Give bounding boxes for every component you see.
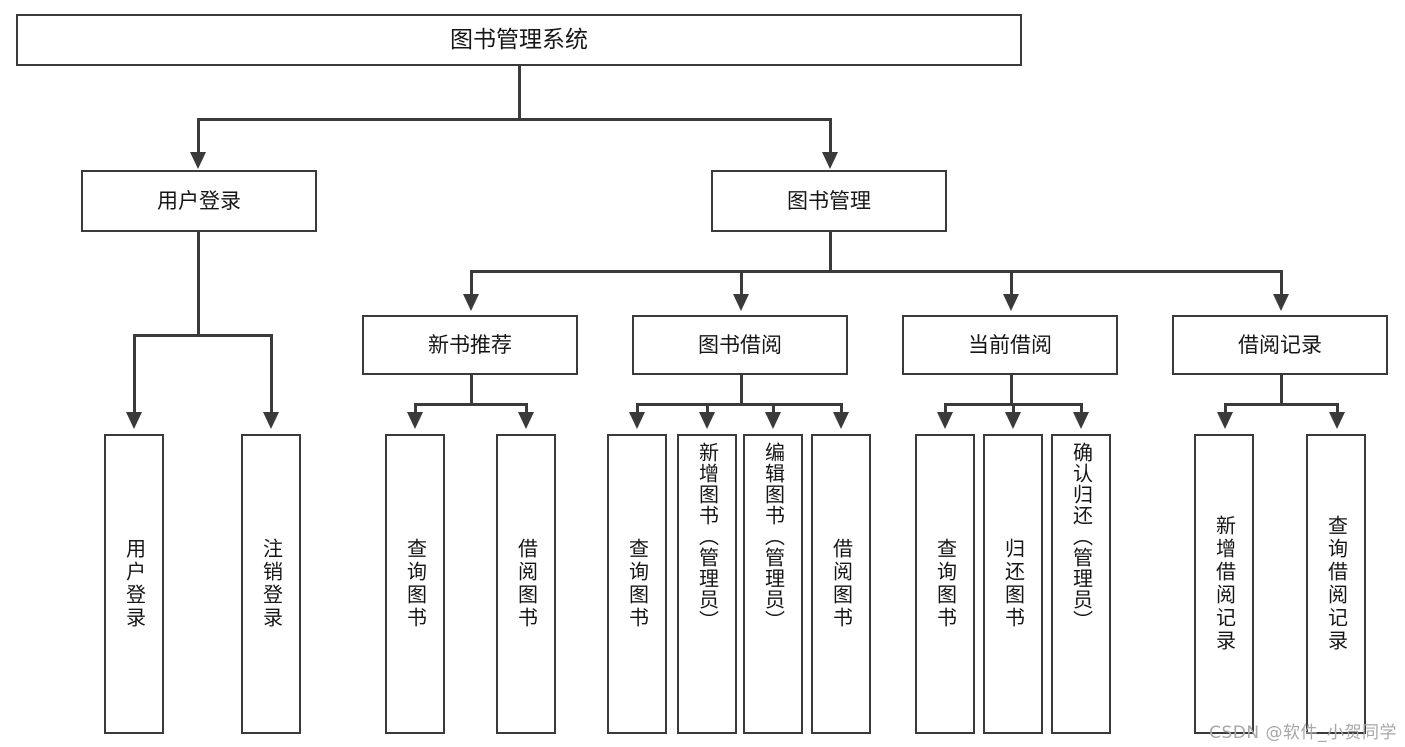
connector-root-bus [197,118,831,121]
arrowhead-current-borrow-leaf-1 [937,412,953,429]
arrowhead-user-login-leaf-2 [263,412,279,429]
csdn-watermark: CSDN @软件_小贺同学 [1209,723,1397,743]
arrowhead-new-book-leaf-2 [518,412,534,429]
node-label: 当前借阅 [968,332,1052,357]
node-label: 用户登录 [157,188,241,213]
node-label: 图书管理 [787,188,871,213]
leaf-user-login-logout[interactable]: 注销登录 [241,434,301,734]
connector-user-login-drop-2 [270,334,273,414]
connector-book-manage-drop-2 [740,270,743,296]
connector-book-manage-drop-3 [1010,270,1013,296]
connector-current-borrow-drop-1 [944,403,947,414]
connector-current-borrow-drop-3 [1080,403,1083,414]
node-label: 查询图书 [933,538,958,630]
connector-user-login-drop-1 [133,334,136,414]
leaf-current-borrow-return[interactable]: 归还图书 [983,434,1043,734]
arrowhead-root-to-user-login [190,152,206,169]
connector-book-manage-drop-4 [1280,270,1283,296]
connector-book-borrow-stem [740,375,743,405]
leaf-book-borrow-query[interactable]: 查询图书 [607,434,667,734]
connector-root-to-user-login [197,118,200,154]
node-new-book-recommend[interactable]: 新书推荐 [362,315,578,375]
node-label: 用户登录 [122,538,147,630]
connector-borrow-record-bus [1224,403,1338,406]
connector-user-login-stem [197,232,200,336]
node-label: 借阅图书 [514,538,539,630]
connector-book-borrow-drop-1 [636,403,639,414]
node-label: 查询借阅记录 [1324,515,1349,653]
arrowhead-book-borrow-leaf-3 [765,412,781,429]
connector-root-to-book-manage [829,118,832,154]
arrowhead-borrow-record-leaf-2 [1329,412,1345,429]
arrowhead-book-borrow-leaf-2 [699,412,715,429]
node-label: 新书推荐 [428,332,512,357]
node-user-login[interactable]: 用户登录 [81,170,317,232]
node-label: 归还图书 [1001,538,1026,630]
arrowhead-to-book-borrow [733,294,749,311]
connector-new-book-stem [470,375,473,405]
node-label: 查询图书 [403,538,428,630]
leaf-book-borrow-edit[interactable]: 编辑图书（管理员） [743,434,803,734]
node-label: 编辑图书（管理员） [761,442,786,631]
arrowhead-current-borrow-leaf-3 [1073,412,1089,429]
node-label: 图书管理系统 [450,26,588,53]
arrowhead-current-borrow-leaf-2 [1005,412,1021,429]
arrowhead-to-current-borrow [1003,294,1019,311]
leaf-current-borrow-query[interactable]: 查询图书 [915,434,975,734]
node-label: 查询图书 [625,538,650,630]
arrowhead-root-to-book-manage [822,152,838,169]
connector-book-manage-drop-1 [470,270,473,296]
leaf-user-login-login[interactable]: 用户登录 [104,434,164,734]
connector-new-book-drop-2 [525,403,528,414]
arrowhead-to-new-book-recommend [463,294,479,311]
leaf-book-borrow-borrow[interactable]: 借阅图书 [811,434,871,734]
leaf-new-book-query[interactable]: 查询图书 [385,434,445,734]
connector-new-book-drop-1 [414,403,417,414]
node-label: 借阅记录 [1238,332,1322,357]
connector-book-borrow-bus [636,403,842,406]
arrowhead-user-login-leaf-1 [126,412,142,429]
node-label: 新增图书（管理员） [695,442,720,631]
leaf-borrow-record-add[interactable]: 新增借阅记录 [1194,434,1254,734]
node-label: 新增借阅记录 [1212,515,1237,653]
node-label: 借阅图书 [829,538,854,630]
leaf-borrow-record-query[interactable]: 查询借阅记录 [1306,434,1366,734]
connector-book-manage-stem [829,232,832,272]
connector-root-stem [518,66,521,119]
connector-current-borrow-stem [1010,375,1013,405]
node-book-borrow[interactable]: 图书借阅 [632,315,848,375]
connector-book-manage-bus [470,270,1280,273]
node-book-management[interactable]: 图书管理 [711,170,947,232]
leaf-new-book-borrow[interactable]: 借阅图书 [496,434,556,734]
connector-book-borrow-drop-4 [840,403,843,414]
node-root-system[interactable]: 图书管理系统 [16,14,1022,66]
node-borrow-record[interactable]: 借阅记录 [1172,315,1388,375]
arrowhead-borrow-record-leaf-1 [1217,412,1233,429]
node-label: 图书借阅 [698,332,782,357]
connector-current-borrow-drop-2 [1012,403,1015,414]
connector-user-login-bus [133,334,272,337]
connector-book-borrow-drop-2 [706,403,709,414]
node-current-borrow[interactable]: 当前借阅 [902,315,1118,375]
connector-borrow-record-drop-2 [1336,403,1339,414]
leaf-book-borrow-add[interactable]: 新增图书（管理员） [677,434,737,734]
arrowhead-book-borrow-leaf-4 [833,412,849,429]
arrowhead-to-borrow-record [1273,294,1289,311]
connector-borrow-record-stem [1280,375,1283,405]
arrowhead-new-book-leaf-1 [407,412,423,429]
leaf-current-borrow-confirm[interactable]: 确认归还（管理员） [1051,434,1111,734]
connector-new-book-bus [414,403,527,406]
connector-book-borrow-drop-3 [772,403,775,414]
connector-borrow-record-drop-1 [1224,403,1227,414]
arrowhead-book-borrow-leaf-1 [629,412,645,429]
node-label: 确认归还（管理员） [1069,442,1094,631]
node-label: 注销登录 [259,538,284,630]
